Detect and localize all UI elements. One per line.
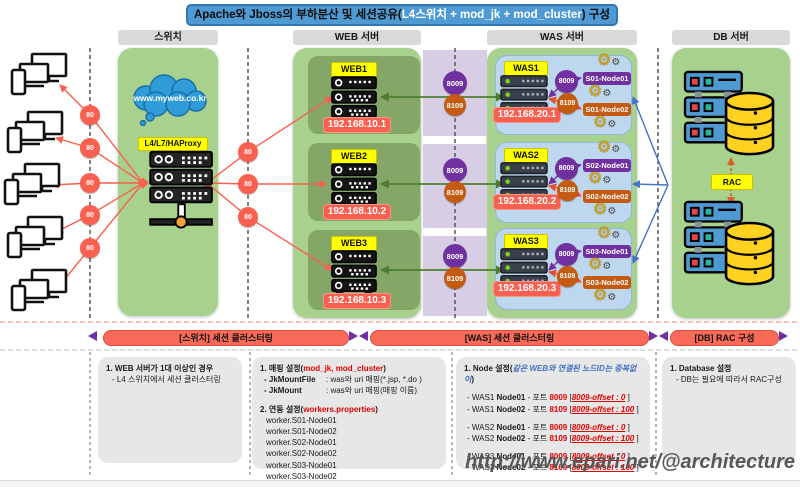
gear-icon: ⚙⚙: [597, 225, 621, 242]
footer-url: http://www.epari.net/@architecture: [465, 451, 795, 473]
db-server-icon: [683, 70, 777, 158]
gear-icon: ⚙⚙: [588, 256, 612, 273]
haproxy-label: L4/L7/HAProxy: [138, 137, 208, 151]
bar-arrow-right: [349, 331, 358, 341]
node-config-row: - WAS1 Node01 - 포트 8009 [8009-offset : 0…: [467, 393, 630, 403]
was3-node2-label: S03-Node02: [583, 276, 631, 289]
web1-server-icon: [330, 75, 378, 125]
port-80-badge: 80: [80, 138, 100, 158]
client-devices-icon: [3, 162, 63, 210]
node-config-row: - WAS1 Node02 - 포트 8109 [8009-offset : 1…: [467, 404, 639, 414]
client-devices-icon: [10, 268, 70, 316]
note-node-config: 1. Node 설정(같은 WEB와 연결된 노드ID는 중복없이) - WAS…: [456, 357, 650, 472]
bar-arrow-right: [649, 331, 658, 341]
ajp-port-8009-badge: 8009: [443, 244, 467, 268]
bar-arrow-left: [88, 331, 97, 341]
title-suffix: ) 구성: [581, 9, 610, 21]
was3-node1-label: S03-Node01: [583, 245, 631, 258]
client-devices-icon: [10, 52, 70, 100]
gear-icon: ⚙⚙: [593, 114, 617, 131]
domain-cloud: www.myweb.co.kr: [126, 70, 212, 126]
notes-divider-lines: [89, 352, 657, 476]
ajp-port-8009-badge: 8009: [443, 158, 467, 182]
bar-was-clustering: [WAS] 세션 클러스터링: [370, 330, 649, 346]
ajp-port-8109-badge: 8109: [444, 267, 466, 289]
node-config-row: - WAS2 Node01 - 포트 8009 [8009-offset : 0…: [467, 422, 630, 432]
was2-node2-label: S02-Node02: [583, 190, 631, 203]
port-80-badge: 80: [238, 142, 258, 162]
node-config-row: - WAS3 Node02 - 포트 8109 [8009-offset : 1…: [467, 463, 639, 473]
gear-icon: ⚙⚙: [597, 52, 621, 69]
worker-entry: worker.S03-Node01: [266, 460, 337, 470]
port-80-badge: 80: [80, 238, 100, 258]
web-was-links: [380, 92, 505, 275]
was3-port-8109-badge: 8109: [557, 266, 578, 287]
port-80-badge: 80: [80, 105, 100, 125]
was2-port-8109-badge: 8109: [557, 180, 578, 201]
port-80-badge: 80: [80, 173, 100, 193]
gear-icon: ⚙⚙: [588, 170, 612, 187]
ajp-port-8109-badge: 8109: [444, 94, 466, 116]
switch-web-links: [206, 96, 333, 271]
title-highlight: L4스위치 + mod_jk + mod_cluster: [401, 9, 582, 21]
was1-port-8109-badge: 8109: [557, 93, 578, 114]
title-prefix: Apache와 Jboss의 부하분산 및 세션공유(: [194, 9, 402, 21]
port-80-badge: 80: [238, 174, 258, 194]
was2-port-8009-badge: 8009: [555, 157, 578, 180]
column-header-was: WAS 서버: [487, 30, 637, 45]
was1-port-8009-badge: 8009: [555, 70, 578, 93]
client-devices-icon: [6, 215, 66, 263]
gear-icon: ⚙⚙: [597, 139, 621, 156]
was1-ip: 192.168.20.1: [493, 107, 561, 123]
worker-entry: worker.S02-Node01: [266, 438, 337, 448]
web2-server-icon: [330, 162, 378, 212]
was2-ip: 192.168.20.2: [493, 194, 561, 210]
was1-node2-label: S01-Node02: [583, 103, 631, 116]
node-config-row: - WAS2 Node02 - 포트 8109 [8009-offset : 1…: [467, 433, 639, 443]
note-db-title: 1. Database 설정: [670, 364, 732, 373]
web3-ip: 192.168.10.3: [323, 293, 391, 309]
ajp-port-8009-badge: 8009: [443, 71, 467, 95]
bar-arrow-left: [359, 331, 368, 341]
was3-port-8009-badge: 8009: [555, 243, 578, 266]
client-devices-icon: [6, 110, 66, 158]
gear-icon: ⚙⚙: [593, 201, 617, 218]
worker-entry: worker.S01-Node01: [266, 415, 337, 425]
was-db-links: [631, 96, 669, 264]
was1-node1-label: S01-Node01: [583, 72, 631, 85]
bottom-strip: [0, 480, 800, 487]
rac-label: RAC: [711, 174, 753, 190]
note-mapping-config: 1. 매핑 설정(mod_jk, mod_cluster) - JkMountF…: [252, 357, 446, 481]
note-web-clustering: 1. WEB 서버가 1대 이상인 경우 - L4 스위치에서 세션 클러스터링: [98, 357, 242, 463]
bar-switch-clustering: [스위치] 세션 클러스터링: [103, 330, 349, 346]
bar-db-rac: [DB] RAC 구성: [670, 330, 779, 346]
note-db-line: - DB는 필요에 따라서 RAC구성: [676, 375, 782, 385]
worker-entry: worker.S01-Node02: [266, 426, 337, 436]
was2-node1-label: S02-Node01: [583, 159, 631, 172]
page-title: Apache와 Jboss의 부하분산 및 세션공유(L4스위치 + mod_j…: [186, 4, 618, 26]
note-web-line: - L4 스위치에서 세션 클러스터링: [112, 375, 221, 385]
svg-text:www.myweb.co.kr: www.myweb.co.kr: [132, 93, 207, 103]
gear-icon: ⚙⚙: [593, 287, 617, 304]
worker-entry: worker.S02-Node02: [266, 449, 337, 459]
column-header-web: WEB 서버: [293, 30, 421, 45]
worker-entry: worker.S03-Node02: [266, 471, 337, 481]
port-80-badge: 80: [238, 207, 258, 227]
column-header-db: DB 서버: [672, 30, 790, 45]
was3-ip: 192.168.20.3: [493, 281, 561, 297]
note-web-title: 1. WEB 서버가 1대 이상인 경우: [106, 364, 214, 373]
bar-arrow-right: [779, 331, 788, 341]
port-80-badge: 80: [80, 205, 100, 225]
load-balancer-icon: [146, 150, 218, 236]
ajp-port-8109-badge: 8109: [444, 181, 466, 203]
column-header-switch: 스위치: [118, 30, 218, 45]
web1-ip: 192.168.10.1: [323, 117, 391, 133]
web2-ip: 192.168.10.2: [323, 204, 391, 220]
note-database-config: 1. Database 설정 - DB는 필요에 따라서 RAC구성: [662, 357, 796, 463]
bar-arrow-left: [659, 331, 668, 341]
db-server-icon: [683, 200, 777, 288]
web3-server-icon: [330, 249, 378, 299]
node-config-row: - WAS3 Node01 - 포트 8009 [8009-offset : 0…: [467, 452, 630, 462]
gear-icon: ⚙⚙: [588, 83, 612, 100]
